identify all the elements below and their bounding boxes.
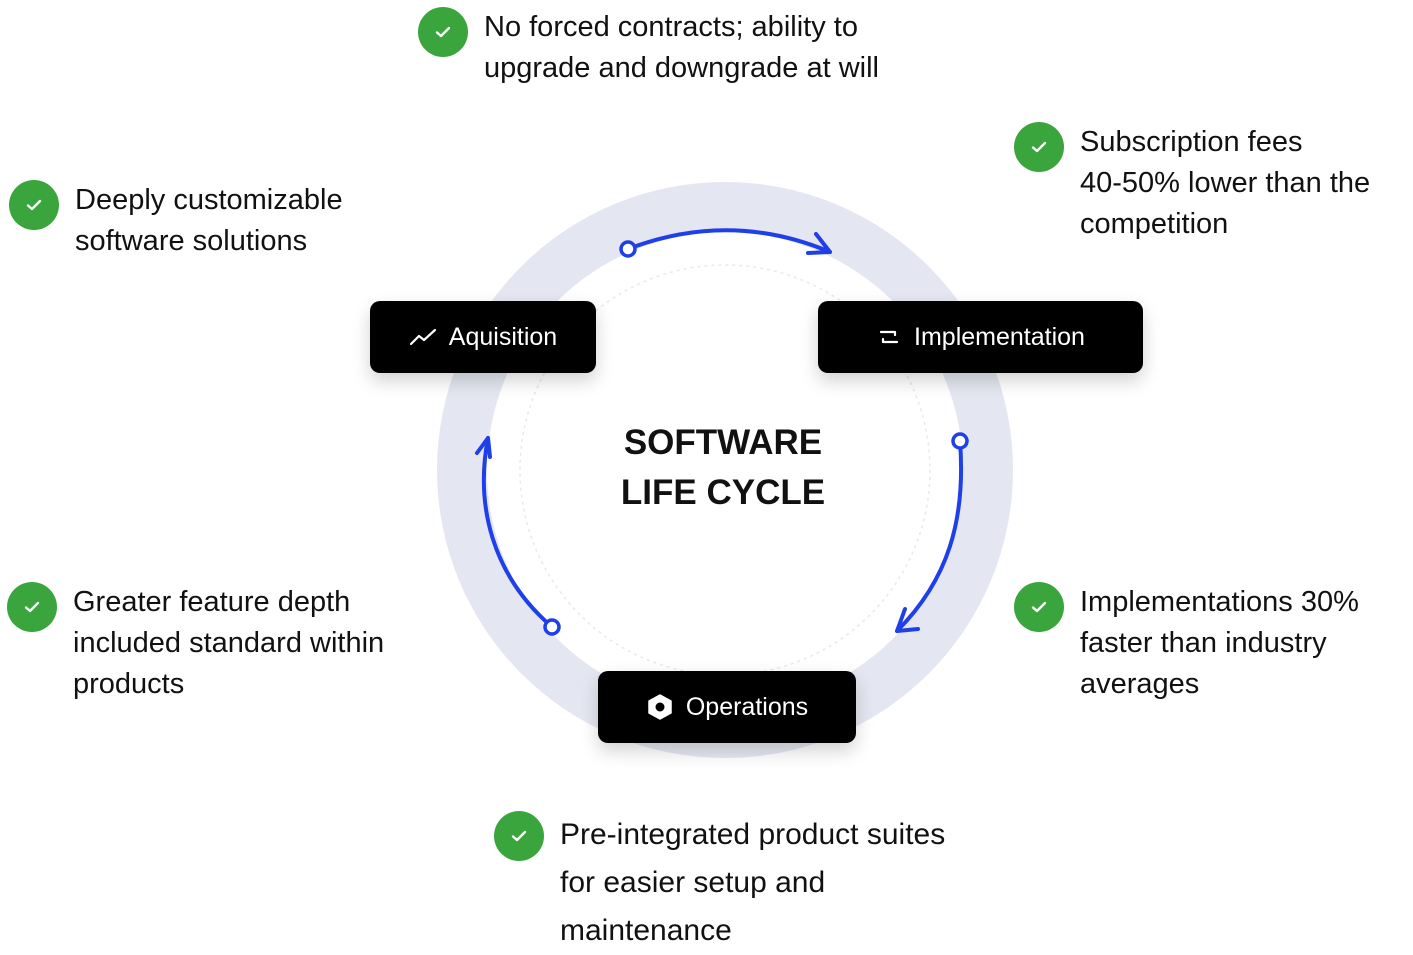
check-icon: [7, 582, 57, 632]
feature-top-left-text: Deeply customizable software solutions: [75, 184, 343, 257]
feature-mid-left: Greater feature depth included standard …: [7, 582, 384, 705]
stage-operations-label: Operations: [685, 692, 809, 721]
stage-acquisition-label: Aquisition: [448, 322, 558, 351]
feature-mid-right: Implementations 30% faster than industry…: [1014, 582, 1359, 705]
stage-implementation: Implementation: [818, 301, 1143, 373]
stage-acquisition: Aquisition: [370, 301, 596, 373]
feature-bottom-text: Pre-integrated product suites for easier…: [560, 818, 946, 947]
feature-top-right: Subscription fees 40-50% lower than the …: [1014, 122, 1370, 245]
arrow-right: [895, 432, 969, 633]
inner-dotted-ring: [519, 264, 931, 676]
feature-top: No forced contracts; ability to upgrade …: [418, 7, 879, 89]
feature-top-right-text: Subscription fees 40-50% lower than the …: [1080, 126, 1371, 240]
cycle-arrows-icon: [876, 326, 902, 348]
stage-implementation-label: Implementation: [914, 322, 1085, 351]
stage-operations: Operations: [598, 671, 856, 743]
check-icon: [1014, 582, 1064, 632]
check-icon: [9, 180, 59, 230]
trend-up-icon: [409, 327, 437, 347]
feature-top-text: No forced contracts; ability to upgrade …: [484, 11, 879, 84]
check-icon: [494, 811, 544, 861]
feature-mid-right-text: Implementations 30% faster than industry…: [1080, 586, 1359, 700]
feature-bottom: Pre-integrated product suites for easier…: [494, 811, 945, 955]
check-icon: [1014, 122, 1064, 172]
feature-top-left: Deeply customizable software solutions: [9, 180, 343, 262]
check-icon: [418, 7, 468, 57]
arrow-left: [475, 436, 561, 636]
feature-mid-left-text: Greater feature depth included standard …: [73, 586, 385, 700]
hexagon-nut-icon: [646, 693, 674, 721]
center-title: SOFTWARE LIFE CYCLE: [620, 423, 826, 512]
arrow-top: [619, 228, 832, 258]
